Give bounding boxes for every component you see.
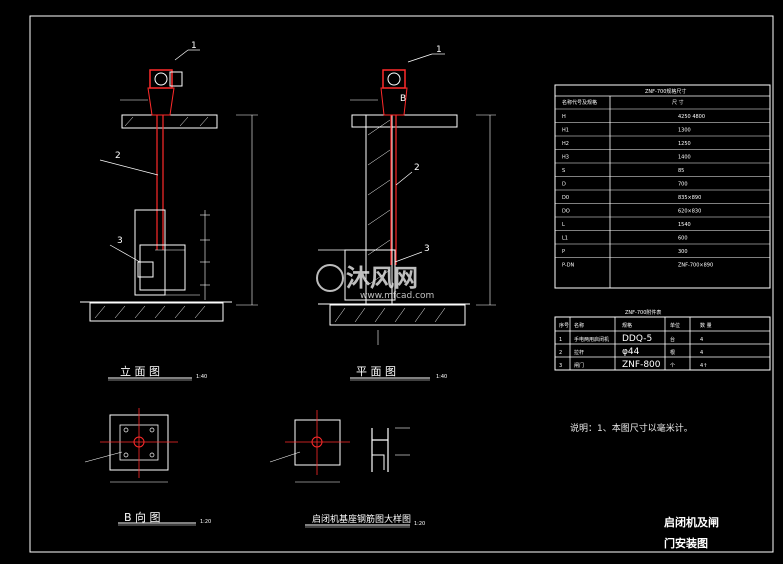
spec-row-name: P-DN <box>562 263 575 269</box>
front-elevation-view: 1 2 3 <box>80 41 258 322</box>
drawing-frame <box>29 15 774 553</box>
parts-header-cell: 单位 <box>670 322 680 329</box>
spec-row-size: ZNF-700×890 <box>678 263 713 269</box>
front-callout-2: 2 <box>115 151 121 161</box>
spec-row-size: 1540 <box>678 222 691 228</box>
front-callout-3: 3 <box>117 236 123 246</box>
parts-cell: φ44 <box>622 347 640 357</box>
plan-callout-1: 1 <box>436 45 442 55</box>
base-detail-rebar <box>371 428 389 472</box>
parts-cell: 4↑ <box>700 363 707 369</box>
spec-row-size: 1400 <box>678 155 691 161</box>
spec-row-name: H <box>562 114 566 120</box>
spec-row-size: 600 <box>678 236 688 242</box>
parts-cell: 1 <box>559 337 562 343</box>
spec-row-size: 85 <box>678 168 684 174</box>
parts-cell: DDQ-5 <box>622 334 652 344</box>
spec-table-header-size: 尺 寸 <box>672 99 684 106</box>
plan-view-label: 平 面 图 <box>356 365 396 378</box>
spec-row-name: DO <box>562 209 570 215</box>
plan-ground-slab <box>329 304 466 326</box>
spec-row-size: 700 <box>678 182 688 188</box>
watermark-brand: 沐风网 <box>346 264 418 292</box>
parts-cell: 闸门 <box>574 362 584 369</box>
plan-view-scale: 1:40 <box>436 374 447 380</box>
spec-row-name: L1 <box>562 236 568 242</box>
spec-row-name: P <box>562 249 565 255</box>
parts-cell: 手电两用启闭机 <box>574 336 609 343</box>
parts-header-cell: 名称 <box>574 322 584 329</box>
title-line-1: 启闭机及闸 <box>664 515 719 529</box>
parts-cell: 4 <box>700 350 703 356</box>
base-detail-scale: 1:20 <box>414 521 425 527</box>
spec-table-header-name: 名称代号及规格 <box>562 99 597 106</box>
parts-cell: 4 <box>700 337 703 343</box>
watermark-url: www.mfcad.com <box>360 291 434 301</box>
spec-row-size: 300 <box>678 249 688 255</box>
spec-row-size: 1250 <box>678 141 691 147</box>
b-view-center-bolt <box>133 436 145 448</box>
spec-row-name: S <box>562 168 565 174</box>
front-top-platform <box>121 114 218 129</box>
spec-row-size: 620×830 <box>678 209 701 215</box>
b-view-label: B 向 图 <box>124 510 161 524</box>
spec-table-title: ZNF-700规格尺寸 <box>645 88 686 95</box>
front-view-scale: 1:40 <box>196 374 207 380</box>
spec-row-size: 1300 <box>678 128 691 134</box>
plan-view: B 1 2 3 <box>318 45 496 345</box>
parts-cell: 台 <box>670 336 675 343</box>
front-gate-leaf <box>137 261 154 278</box>
parts-cell: 3 <box>559 363 562 369</box>
parts-table: ZNF-700附件表 序号名称 规格 单位 数 量 1 手电两用启闭机 DDQ-5 台 4 2 拉杆… <box>554 309 771 371</box>
parts-cell: ZNF-800 <box>622 360 661 370</box>
drawing-note: 说明：1、本图尺寸以毫米计。 <box>570 422 693 434</box>
spec-row-name: D <box>562 182 566 188</box>
spec-row-name: H1 <box>562 128 569 134</box>
plan-callout-3: 3 <box>424 244 430 254</box>
plan-section-mark: B <box>400 94 406 104</box>
parts-cell: 2 <box>559 350 562 356</box>
parts-header-cell: 规格 <box>622 322 632 329</box>
parts-header-cell: 序号 <box>559 322 569 329</box>
plan-dimensions <box>350 99 496 345</box>
spec-row-size: 835×890 <box>678 195 701 201</box>
base-detail-plate <box>294 419 341 466</box>
parts-header-cell: 数 量 <box>700 322 712 329</box>
title-line-2: 门安装图 <box>664 536 708 550</box>
base-detail-label: 启闭机基座钢筋图大样图 <box>312 513 411 525</box>
watermark-logo-icon <box>316 264 344 292</box>
spec-row-name: H2 <box>562 141 569 147</box>
watermark: 沐风网 www.mfcad.com <box>316 264 434 301</box>
plan-callout-2: 2 <box>414 163 420 173</box>
b-view-scale: 1:20 <box>200 519 211 525</box>
front-dimensions <box>120 99 258 306</box>
b-direction-view <box>84 408 178 483</box>
spec-row-name: L <box>562 222 565 228</box>
front-gate-frame <box>134 209 166 296</box>
front-hoist-pedestal <box>147 87 175 116</box>
front-slab-hatch <box>94 305 206 319</box>
spec-row-name: D0 <box>562 195 569 201</box>
base-detail-view <box>269 410 410 483</box>
parts-cell: 根 <box>670 349 675 356</box>
parts-cell: 个 <box>670 363 675 369</box>
parts-cell: 拉杆 <box>574 349 584 356</box>
front-view-label: 立 面 图 <box>120 364 160 378</box>
spec-row-name: H3 <box>562 155 569 161</box>
front-callout-1: 1 <box>191 41 197 51</box>
parts-table-title: ZNF-700附件表 <box>625 309 661 316</box>
front-hoist-handwheel <box>154 72 168 86</box>
front-ground-slab <box>89 302 224 322</box>
spec-row-size: 4250 4800 <box>678 114 705 120</box>
